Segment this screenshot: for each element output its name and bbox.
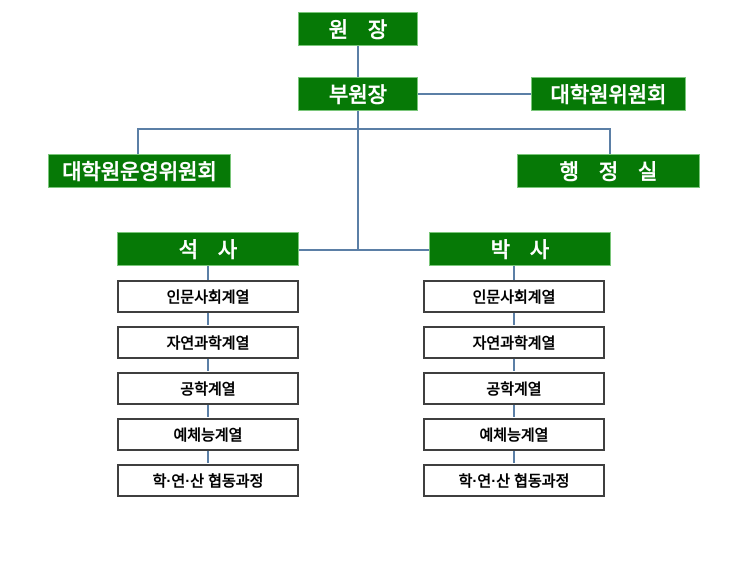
connector-branch-to-operating-committee [137, 128, 139, 155]
masters-program-item[interactable]: 학·연·산 협동과정 [117, 464, 299, 497]
masters-program-item[interactable]: 자연과학계열 [117, 326, 299, 359]
node-administrative-office[interactable]: 행 정 실 [517, 154, 700, 188]
node-graduate-committee[interactable]: 대학원위원회 [531, 77, 686, 111]
connector-bar-masters-doctorate [299, 249, 429, 251]
connector-masters-to-p1 [207, 266, 209, 282]
connector-branch-bar [137, 128, 611, 130]
node-operating-committee[interactable]: 대학원운영위원회 [48, 154, 231, 188]
node-vice-director[interactable]: 부원장 [298, 77, 418, 111]
connector-masters-p3-p4 [207, 405, 209, 417]
connector-masters-p2-p3 [207, 359, 209, 371]
connector-masters-p4-p5 [207, 451, 209, 463]
connector-doctorate-to-p1 [513, 266, 515, 282]
connector-branch-to-admin-office [609, 128, 611, 155]
connector-doctorate-p4-p5 [513, 451, 515, 463]
node-doctorate[interactable]: 박 사 [429, 232, 611, 266]
connector-masters-p1-p2 [207, 313, 209, 325]
masters-program-item[interactable]: 예체능계열 [117, 418, 299, 451]
doctorate-program-item[interactable]: 예체능계열 [423, 418, 605, 451]
connector-doctorate-p2-p3 [513, 359, 515, 371]
connector-director-to-vice [357, 46, 359, 78]
doctorate-program-item[interactable]: 학·연·산 협동과정 [423, 464, 605, 497]
connector-doctorate-p3-p4 [513, 405, 515, 417]
masters-program-item[interactable]: 인문사회계열 [117, 280, 299, 313]
node-masters[interactable]: 석 사 [117, 232, 299, 266]
connector-vice-trunk [357, 111, 359, 249]
node-director[interactable]: 원 장 [298, 12, 418, 46]
connector-vice-to-graduate-committee [418, 93, 532, 95]
doctorate-program-item[interactable]: 자연과학계열 [423, 326, 605, 359]
masters-program-item[interactable]: 공학계열 [117, 372, 299, 405]
connector-doctorate-p1-p2 [513, 313, 515, 325]
doctorate-program-item[interactable]: 인문사회계열 [423, 280, 605, 313]
doctorate-program-item[interactable]: 공학계열 [423, 372, 605, 405]
